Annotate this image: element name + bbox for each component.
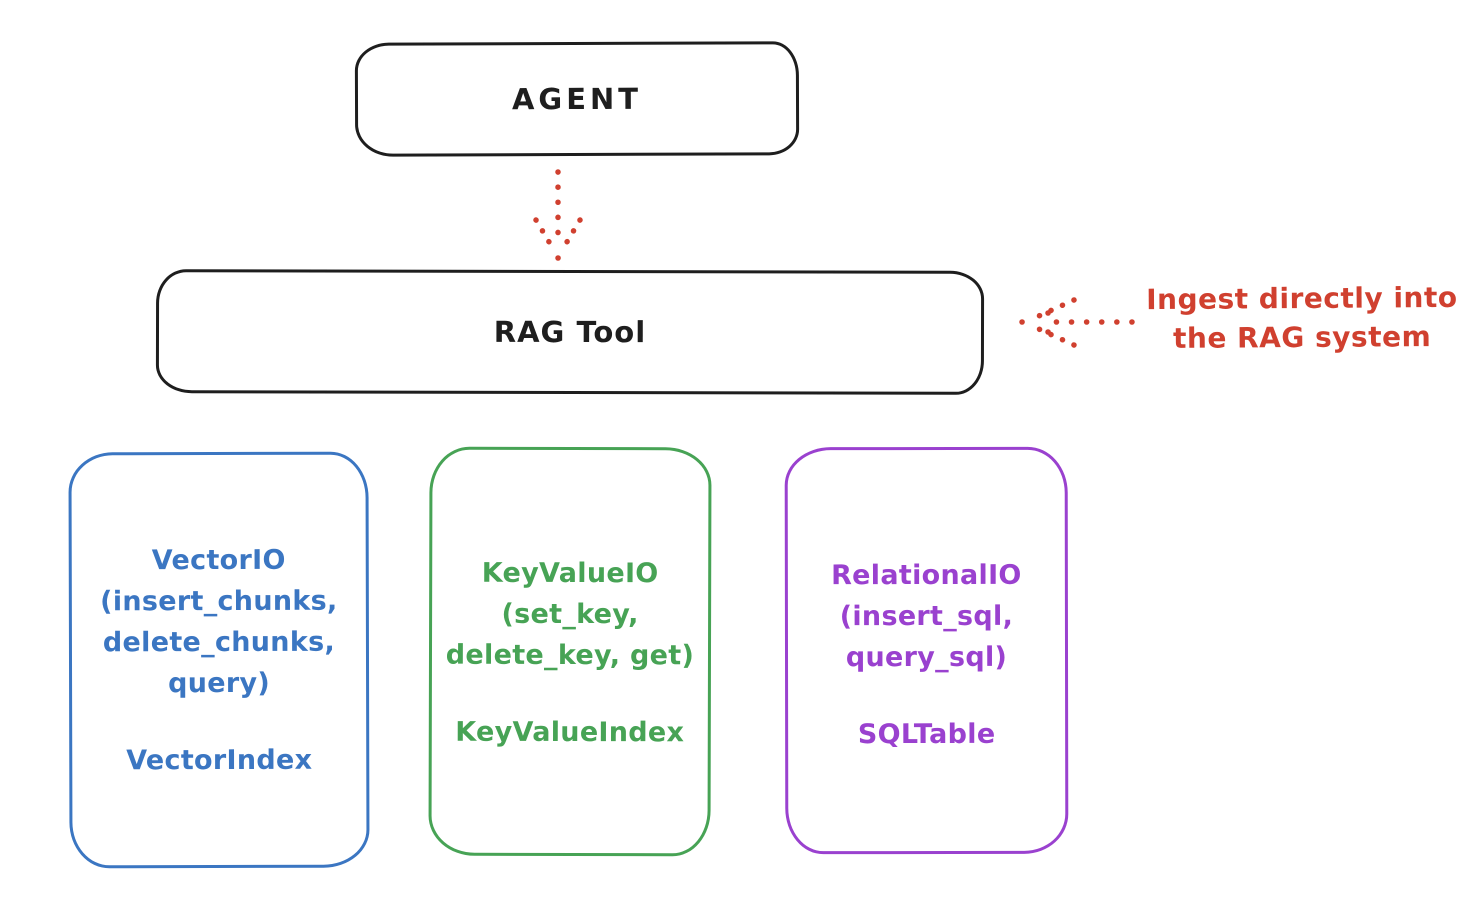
- key-value-io-node: KeyValueIO (set_key, delete_key, get) Ke…: [428, 446, 712, 857]
- ingest-annotation-arrow: [1019, 297, 1135, 348]
- relational-io-node: RelationalIO (insert_sql, query_sql) SQL…: [784, 446, 1069, 855]
- vector-io-title: VectorIO (insert_chunks, delete_chunks, …: [100, 544, 338, 700]
- vector-io-node: VectorIO (insert_chunks, delete_chunks, …: [68, 451, 370, 869]
- rag-tool-label: RAG Tool: [493, 314, 647, 350]
- rag-tool-node: RAG Tool: [155, 269, 985, 395]
- ingest-annotation: Ingest directly into the RAG system: [1146, 280, 1458, 355]
- key-value-index-label: KeyValueIndex: [455, 716, 685, 749]
- agent-node: AGENT: [354, 41, 800, 157]
- vector-index-label: VectorIndex: [126, 744, 313, 777]
- relational-io-title: RelationalIO (insert_sql, query_sql): [831, 559, 1022, 674]
- agent-label: AGENT: [511, 81, 643, 117]
- agent-to-rag-arrow: [533, 169, 583, 261]
- sql-table-label: SQLTable: [857, 718, 996, 751]
- key-value-io-title: KeyValueIO (set_key, delete_key, get): [445, 557, 695, 672]
